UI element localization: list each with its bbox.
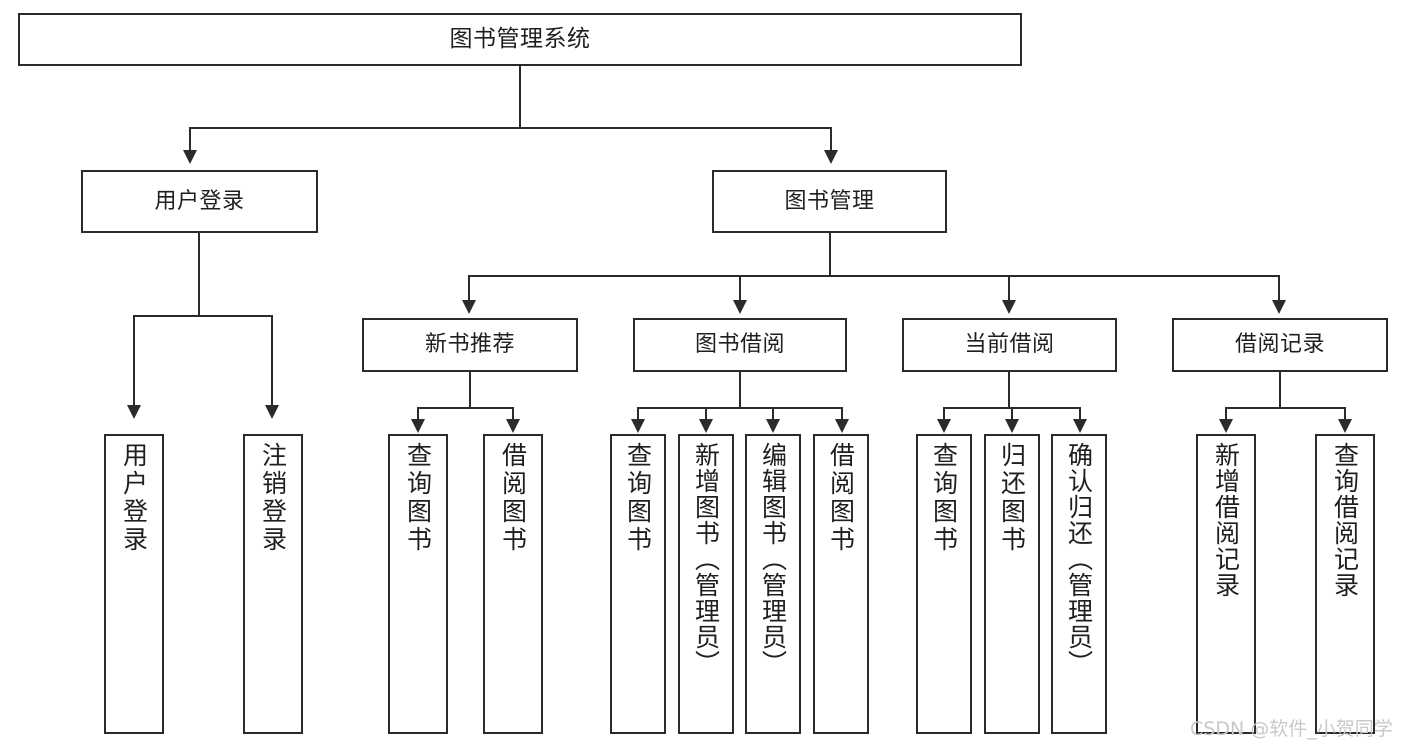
connector-borrow-record-leaf-2 [1344, 407, 1346, 421]
connector-book-manage-bus [468, 275, 1279, 277]
leaf-borrow-book-new[interactable]: 借阅图书 [483, 434, 543, 734]
arrowhead-user-login-leaf-1 [127, 405, 141, 419]
node-label: 借阅图书 [498, 442, 528, 554]
connector-book-borrow-leaf-1 [637, 407, 639, 421]
leaf-query-book-new[interactable]: 查询图书 [388, 434, 448, 734]
node-new-book-recommend[interactable]: 新书推荐 [362, 318, 578, 372]
node-current-borrow[interactable]: 当前借阅 [902, 318, 1117, 372]
arrowhead-user-login-leaf-2 [265, 405, 279, 419]
node-label: 用户登录 [154, 188, 245, 214]
node-label: 查询图书 [929, 442, 959, 554]
node-label: 查询借阅记录 [1330, 442, 1360, 598]
connector-current-borrow-leaf-3 [1079, 407, 1081, 421]
connector-borrow-record-bus [1225, 407, 1345, 409]
leaf-confirm-return-admin[interactable]: 确认归还（管理员） [1051, 434, 1107, 734]
node-borrow-record[interactable]: 借阅记录 [1172, 318, 1388, 372]
connector-current-borrow-leaf-1 [943, 407, 945, 421]
leaf-add-book-admin[interactable]: 新增图书（管理员） [678, 434, 734, 734]
connector-new-book-bus [417, 407, 513, 409]
leaf-borrow-book[interactable]: 借阅图书 [813, 434, 869, 734]
connector-root-bus [189, 127, 832, 129]
arrowhead-current-borrow-leaf-2 [1005, 419, 1019, 433]
arrowhead-book-borrow-leaf-3 [766, 419, 780, 433]
leaf-query-book-current[interactable]: 查询图书 [916, 434, 972, 734]
arrowhead-current-borrow-leaf-1 [937, 419, 951, 433]
leaf-query-book-borrow[interactable]: 查询图书 [610, 434, 666, 734]
node-book-manage[interactable]: 图书管理 [712, 170, 947, 233]
connector-user-login-stem [198, 233, 200, 316]
connector-new-book-leaf-2 [512, 407, 514, 421]
connector-new-book-stem [469, 372, 471, 408]
arrowhead-borrow-record-leaf-1 [1219, 419, 1233, 433]
leaf-add-borrow-record[interactable]: 新增借阅记录 [1196, 434, 1256, 734]
node-label: 查询图书 [623, 442, 653, 554]
connector-book-borrow-stem [739, 372, 741, 408]
node-label: 用户登录 [119, 442, 149, 554]
connector-book-borrow-leaf-4 [841, 407, 843, 421]
leaf-user-login[interactable]: 用户登录 [104, 434, 164, 734]
connector-user-login-bus [133, 315, 272, 317]
arrowhead-book-borrow-leaf-2 [699, 419, 713, 433]
connector-book-borrow-leaf-2 [705, 407, 707, 421]
node-label: 注销登录 [258, 442, 288, 554]
connector-root-stem [519, 66, 521, 128]
arrowhead-new-book [462, 300, 476, 314]
connector-to-current-borrow [1008, 275, 1010, 302]
connector-to-book-manage [830, 127, 832, 153]
connector-book-borrow-bus [637, 407, 843, 409]
connector-to-new-book [468, 275, 470, 302]
connector-user-login-leaf-2 [271, 315, 273, 407]
connector-user-login-leaf-1 [133, 315, 135, 407]
node-label: 新书推荐 [424, 332, 515, 358]
connector-book-borrow-leaf-3 [772, 407, 774, 421]
node-label: 借阅图书 [826, 442, 856, 554]
leaf-edit-book-admin[interactable]: 编辑图书（管理员） [745, 434, 801, 734]
leaf-query-borrow-record[interactable]: 查询借阅记录 [1315, 434, 1375, 734]
node-label: 当前借阅 [964, 332, 1055, 358]
connector-book-manage-stem [829, 233, 831, 276]
arrowhead-book-borrow-leaf-4 [835, 419, 849, 433]
arrowhead-book-manage [824, 150, 838, 164]
arrowhead-current-borrow [1002, 300, 1016, 314]
arrowhead-current-borrow-leaf-3 [1073, 419, 1087, 433]
connector-to-book-borrow [739, 275, 741, 302]
node-book-borrow[interactable]: 图书借阅 [633, 318, 847, 372]
node-root-system[interactable]: 图书管理系统 [18, 13, 1022, 66]
connector-to-user-login [189, 127, 191, 153]
arrowhead-new-book-leaf-2 [506, 419, 520, 433]
node-label: 新增借阅记录 [1211, 442, 1241, 598]
leaf-return-book[interactable]: 归还图书 [984, 434, 1040, 734]
node-label: 图书管理 [784, 188, 875, 214]
connector-borrow-record-leaf-1 [1225, 407, 1227, 421]
connector-new-book-leaf-1 [417, 407, 419, 421]
node-label: 借阅记录 [1234, 332, 1325, 358]
connector-current-borrow-leaf-2 [1011, 407, 1013, 421]
connector-to-borrow-record [1278, 275, 1280, 302]
node-label: 查询图书 [403, 442, 433, 554]
arrowhead-book-borrow-leaf-1 [631, 419, 645, 433]
node-label: 新增图书（管理员） [691, 442, 721, 676]
node-label: 图书借阅 [694, 332, 785, 358]
node-label: 图书管理系统 [449, 26, 591, 53]
node-user-login[interactable]: 用户登录 [81, 170, 318, 233]
arrowhead-user-login [183, 150, 197, 164]
watermark-text: CSDN @软件_小贺同学 [1190, 718, 1393, 740]
connector-borrow-record-stem [1279, 372, 1281, 408]
arrowhead-borrow-record [1272, 300, 1286, 314]
node-label: 确认归还（管理员） [1064, 442, 1094, 676]
node-label: 归还图书 [997, 442, 1027, 554]
arrowhead-borrow-record-leaf-2 [1338, 419, 1352, 433]
connector-current-borrow-stem [1008, 372, 1010, 408]
leaf-logout[interactable]: 注销登录 [243, 434, 303, 734]
arrowhead-new-book-leaf-1 [411, 419, 425, 433]
arrowhead-book-borrow [733, 300, 747, 314]
node-label: 编辑图书（管理员） [758, 442, 788, 676]
